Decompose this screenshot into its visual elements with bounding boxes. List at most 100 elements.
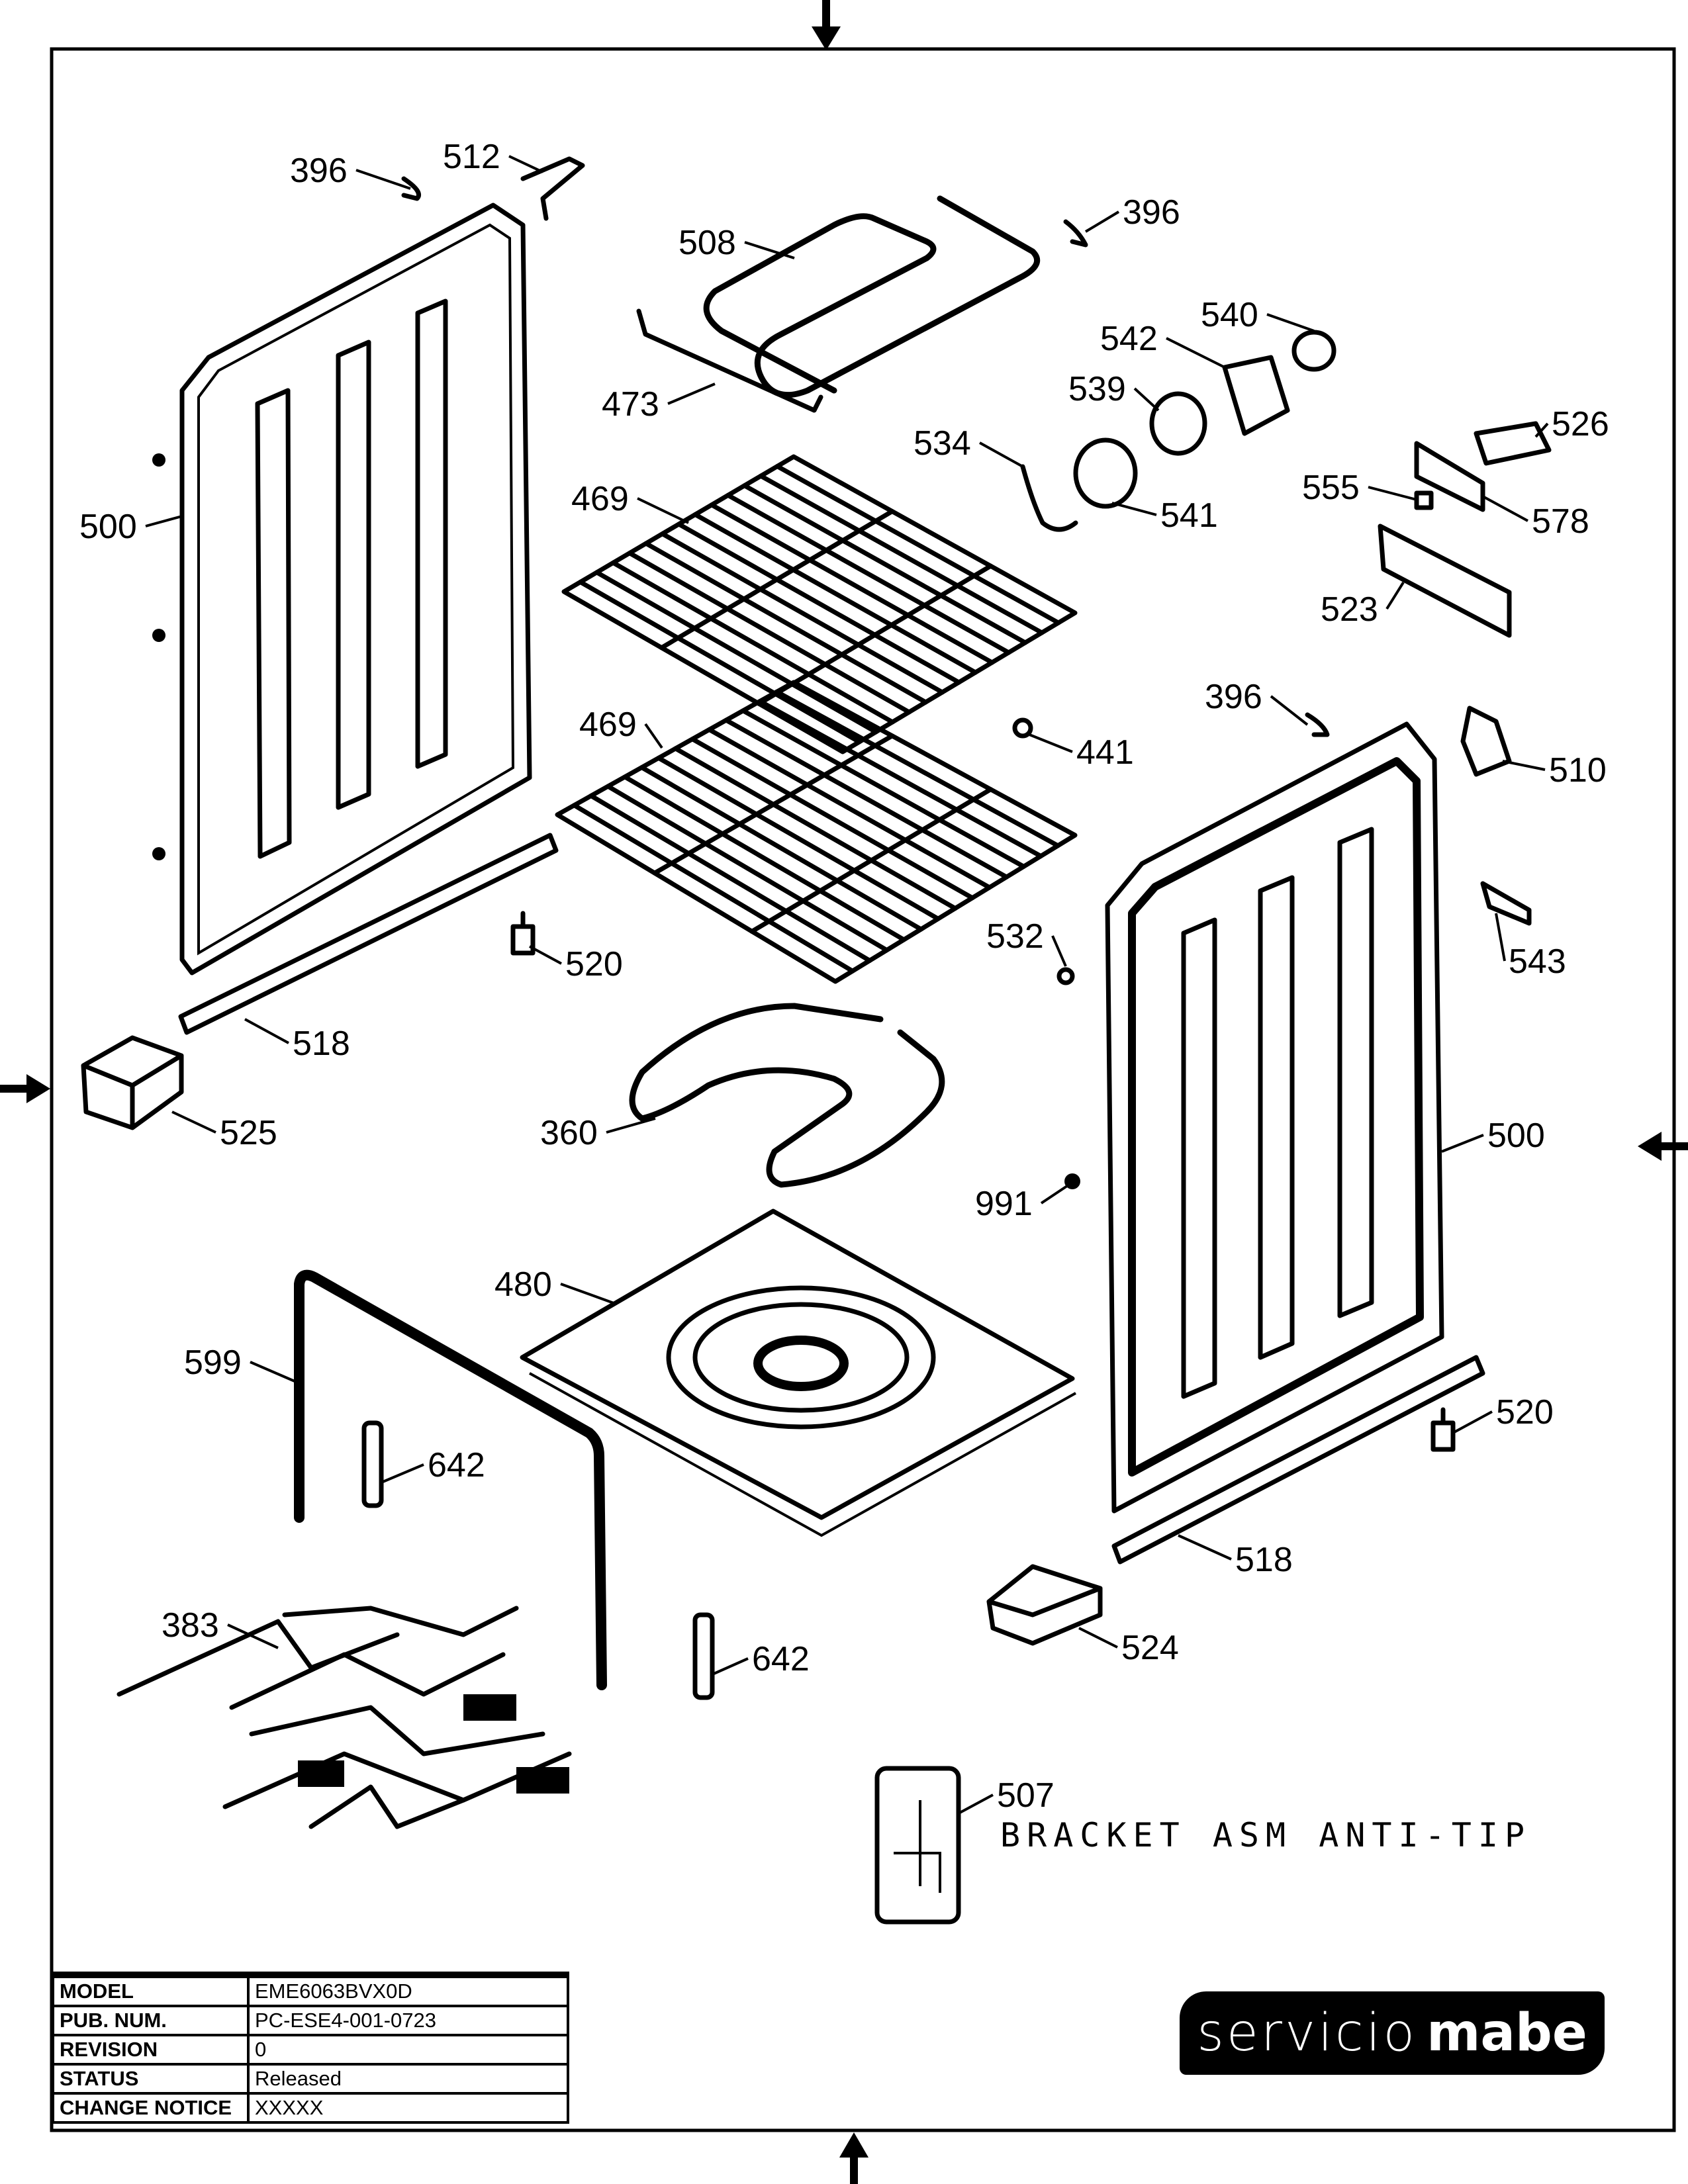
callout-473: 473 bbox=[602, 385, 659, 424]
harness-wire bbox=[308, 1784, 466, 1829]
logo-text-light: servicio bbox=[1197, 2003, 1418, 2063]
rack-wire bbox=[692, 512, 978, 675]
leveler-520a bbox=[510, 911, 536, 956]
rack-crossbar bbox=[757, 563, 993, 706]
callout-500: 500 bbox=[1487, 1116, 1545, 1155]
rack-wire bbox=[606, 784, 890, 953]
rack-crossbar bbox=[659, 509, 895, 651]
harness-connector bbox=[463, 1694, 516, 1721]
callout-525: 525 bbox=[220, 1114, 277, 1152]
harness-connector bbox=[298, 1760, 344, 1787]
callout-541: 541 bbox=[1160, 496, 1218, 535]
callout-512: 512 bbox=[443, 138, 500, 176]
leader-line bbox=[979, 441, 1023, 468]
leader-line bbox=[1502, 760, 1546, 771]
leader-line bbox=[958, 1794, 994, 1815]
oven-rack bbox=[561, 454, 1078, 754]
leader-line bbox=[244, 1018, 289, 1044]
rack-wire bbox=[707, 727, 992, 890]
rail-right bbox=[1111, 1355, 1485, 1565]
callout-360: 360 bbox=[540, 1114, 598, 1152]
info-row-pub-num: PUB. NUM.PC-ESE4-001-0723 bbox=[52, 2005, 569, 2036]
rack-wire bbox=[742, 483, 1028, 645]
callout-507: 507 bbox=[997, 1776, 1055, 1815]
leader-line bbox=[1452, 1410, 1493, 1434]
center-arrow-left bbox=[0, 1074, 50, 1103]
center-arrow-top bbox=[812, 0, 841, 50]
leader-line bbox=[1078, 1627, 1118, 1649]
callout-500: 500 bbox=[79, 508, 137, 546]
leader-line bbox=[1133, 387, 1160, 412]
center-arrow-bottom bbox=[839, 2132, 868, 2184]
callout-540: 540 bbox=[1201, 296, 1258, 334]
callout-991: 991 bbox=[975, 1185, 1033, 1223]
rack-wire bbox=[639, 765, 923, 932]
bake-element bbox=[629, 1003, 945, 1188]
rack-wire bbox=[643, 541, 928, 705]
side-panel-right bbox=[1105, 721, 1444, 1514]
leader-line bbox=[1029, 733, 1073, 753]
leader-line bbox=[508, 155, 543, 173]
leader-line bbox=[171, 1111, 216, 1134]
callout-508: 508 bbox=[679, 224, 736, 262]
callout-539: 539 bbox=[1068, 370, 1126, 408]
callout-441: 441 bbox=[1076, 733, 1134, 772]
info-value: Released bbox=[247, 2063, 569, 2095]
leader-line bbox=[1178, 1534, 1232, 1561]
rack-wire bbox=[627, 551, 912, 715]
callout-469: 469 bbox=[571, 480, 629, 518]
harness-connector bbox=[516, 1767, 569, 1794]
light-socket-540 bbox=[1291, 330, 1336, 372]
callout-520: 520 bbox=[565, 945, 623, 983]
info-value: XXXXX bbox=[247, 2092, 569, 2124]
rack-wire bbox=[572, 803, 855, 974]
harness-wire bbox=[117, 1619, 400, 1697]
callout-396: 396 bbox=[1123, 193, 1180, 232]
leader-line bbox=[1266, 313, 1315, 332]
callout-469: 469 bbox=[579, 705, 637, 744]
leader-line bbox=[1051, 935, 1067, 967]
callout-542: 542 bbox=[1100, 320, 1158, 358]
center-arrow-right bbox=[1638, 1132, 1688, 1161]
callout-599: 599 bbox=[184, 1343, 242, 1382]
leader-line bbox=[637, 497, 689, 524]
bracket-578 bbox=[1414, 441, 1485, 512]
hinge-receiver-642b bbox=[692, 1612, 715, 1700]
leader-line bbox=[744, 241, 795, 259]
clip-555 bbox=[1414, 490, 1434, 510]
info-label: CHANGE NOTICE bbox=[52, 2092, 250, 2124]
hinge-receiver-642a bbox=[361, 1420, 384, 1508]
info-value: PC-ESE4-001-0723 bbox=[247, 2005, 569, 2036]
harness-wire bbox=[282, 1606, 519, 1637]
rack-wire bbox=[673, 746, 958, 911]
rack-wire bbox=[757, 699, 1043, 859]
clip-512 bbox=[520, 156, 585, 221]
anti-tip-bracket bbox=[874, 1766, 961, 1925]
side-panel-left bbox=[152, 203, 532, 976]
leader-line bbox=[667, 383, 716, 405]
leader-line bbox=[1270, 695, 1309, 726]
rack-wire bbox=[578, 579, 862, 745]
callout-578: 578 bbox=[1532, 502, 1589, 541]
leader-line bbox=[227, 1623, 279, 1649]
light-gasket-542 bbox=[1222, 355, 1290, 436]
leader-line bbox=[712, 1657, 749, 1676]
rack-wire bbox=[660, 531, 945, 695]
rack-wire bbox=[656, 755, 941, 921]
callout-383: 383 bbox=[162, 1606, 219, 1645]
oven-bottom bbox=[520, 1208, 1076, 1537]
anti-tip-note: BRACKET ASM ANTI-TIP bbox=[1000, 1816, 1531, 1854]
clip-396c bbox=[1305, 712, 1330, 737]
rack-wire bbox=[774, 689, 1060, 848]
callout-518: 518 bbox=[1235, 1541, 1293, 1579]
leader-line bbox=[381, 1463, 424, 1484]
leader-line bbox=[250, 1361, 300, 1385]
light-lens-539 bbox=[1149, 391, 1207, 456]
bracket-523 bbox=[1378, 523, 1512, 638]
leader-line bbox=[1385, 581, 1405, 610]
leveler-520b bbox=[1430, 1407, 1456, 1452]
